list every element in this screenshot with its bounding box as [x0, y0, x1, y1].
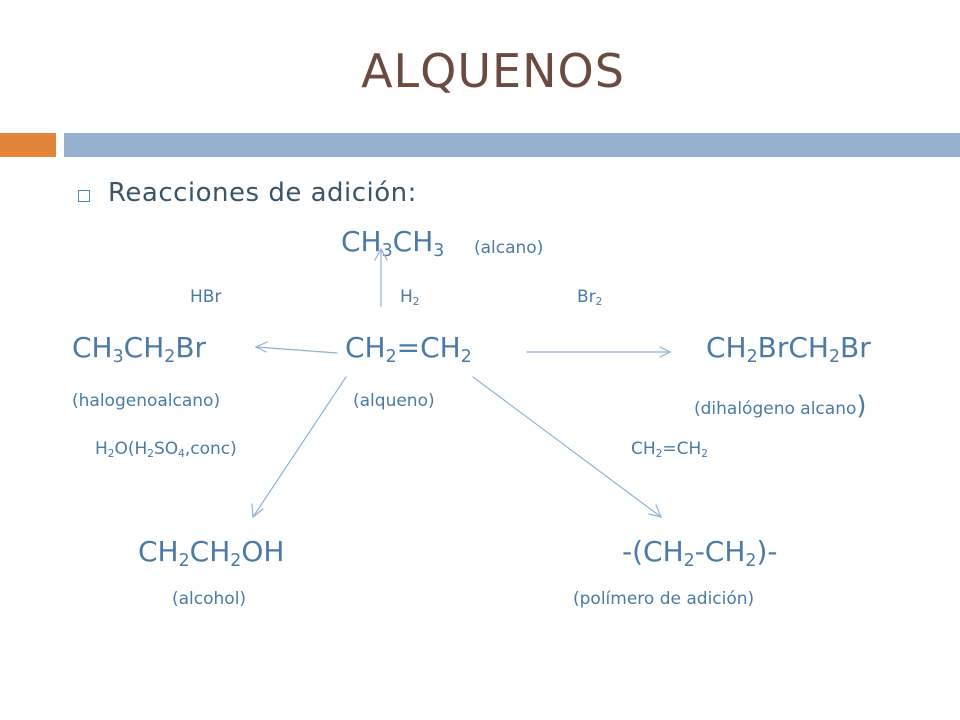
accent-bar-orange [0, 133, 56, 157]
bullet-heading: Reacciones de adición: [108, 178, 417, 208]
arrow-to-haloalkane [254, 341, 338, 354]
haloalkane-label: (halogenoalcano) [72, 391, 221, 411]
alkane-formula: CH3CH3 [341, 225, 445, 262]
alcohol-formula: CH2CH2OH [138, 535, 285, 572]
accent-bar-blue [64, 133, 960, 157]
alkane-label: (alcano) [474, 238, 544, 258]
alkene-label: (alqueno) [353, 391, 435, 411]
square-bullet-icon [78, 190, 90, 202]
alkene-formula: CH2=CH2 [345, 331, 472, 368]
arrow-to-alkane [374, 247, 388, 307]
reagent-water-acid: H2O(H2SO4,conc) [95, 439, 237, 461]
reagent-hbr: HBr [190, 287, 222, 307]
arrow-to-alcohol [251, 376, 347, 519]
slide-title: ALQUENOS [361, 44, 625, 98]
polymer-label: (polímero de adición) [573, 589, 755, 609]
haloalkane-formula: CH3CH2Br [72, 331, 207, 368]
reagent-h2: H2 [400, 287, 420, 309]
reagent-ethene: CH2=CH2 [631, 439, 708, 461]
arrow-to-polymer [472, 376, 663, 518]
arrow-to-dihalo [526, 346, 672, 358]
dihalo-label: (dihalógeno alcano) [694, 391, 867, 421]
alcohol-label: (alcohol) [172, 589, 247, 609]
polymer-formula: -(CH2-CH2)- [622, 535, 778, 572]
reagent-br2: Br2 [577, 287, 603, 309]
dihalo-formula: CH2BrCH2Br [706, 331, 871, 368]
